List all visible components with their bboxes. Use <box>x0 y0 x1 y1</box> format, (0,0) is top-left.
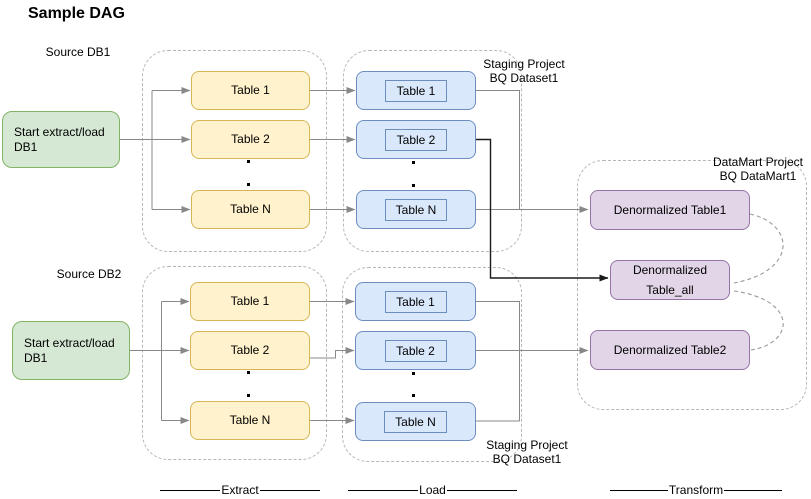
legend-transform: Transform <box>610 483 783 497</box>
legend-line <box>446 489 518 491</box>
legend-line <box>160 489 221 491</box>
load-table1-db1-inner: Table 1 <box>385 79 447 102</box>
legend-line <box>259 489 320 491</box>
extract-container-db1 <box>142 50 327 252</box>
ellipsis-dot <box>412 184 415 187</box>
ellipsis-dot <box>247 394 250 397</box>
legend-extract-label: Extract <box>221 483 259 497</box>
datamart-project-label: DataMart Project BQ DataMart1 <box>708 155 808 183</box>
diagram-title: Sample DAG <box>28 5 125 22</box>
source-db1-label: Source DB1 <box>45 45 111 59</box>
extract-table2-db2: Table 2 <box>190 331 310 370</box>
ellipsis-dot <box>247 371 250 374</box>
load-table2-db1-inner: Table 2 <box>385 128 447 151</box>
datamart-project-line1: DataMart Project <box>712 155 804 169</box>
denormalized-table1: Denormalized Table1 <box>590 190 750 230</box>
load-table1-db2: Table 1 <box>355 282 476 321</box>
load-table2-db2-inner: Table 2 <box>384 339 447 362</box>
extract-tableN-db1: Table N <box>191 190 310 229</box>
legend-load: Load <box>348 483 518 497</box>
staging-project-line2: BQ Dataset1 <box>489 71 559 85</box>
extract-table1-db2: Table 1 <box>190 282 310 321</box>
load-table2-db2: Table 2 <box>355 331 476 370</box>
load-tableN-db1-inner: Table N <box>384 198 448 221</box>
staging-project-line2: BQ Dataset1 <box>492 452 562 466</box>
load-table1-db1: Table 1 <box>356 71 476 110</box>
source-db2-label: Source DB2 <box>56 267 122 281</box>
load-tableN-db1: Table N <box>356 190 476 229</box>
legend-transform-label: Transform <box>668 483 724 497</box>
extract-table2-db1: Table 2 <box>191 120 310 159</box>
load-container-db2 <box>342 267 522 462</box>
ellipsis-dot <box>412 372 415 375</box>
legend-line <box>724 489 783 491</box>
ellipsis-dot <box>247 160 250 163</box>
ellipsis-dot <box>247 183 250 186</box>
legend-line <box>348 489 419 491</box>
load-table1-db2-inner: Table 1 <box>384 290 447 313</box>
staging-project-line1: Staging Project <box>483 57 565 71</box>
extract-table1-db1: Table 1 <box>191 71 310 110</box>
datamart-project-line2: BQ DataMart1 <box>719 169 797 183</box>
legend-line <box>610 489 668 491</box>
denormalized-table2: Denormalized Table2 <box>590 330 750 370</box>
ellipsis-dot <box>412 394 415 397</box>
extract-container-db2 <box>142 266 327 460</box>
ellipsis-dot <box>412 161 415 164</box>
load-table2-db1: Table 2 <box>356 120 476 159</box>
staging-project-label-bottom: Staging Project BQ Dataset1 <box>477 438 577 466</box>
load-tableN-db2: Table N <box>355 402 476 441</box>
staging-project-label-top: Staging Project BQ Dataset1 <box>474 57 574 85</box>
legend-extract: Extract <box>160 483 320 497</box>
transform-container-datamart <box>577 160 807 410</box>
staging-project-line1: Staging Project <box>486 438 568 452</box>
load-tableN-db2-inner: Table N <box>384 410 447 433</box>
legend-load-label: Load <box>419 483 446 497</box>
extract-tableN-db2: Table N <box>190 401 310 440</box>
